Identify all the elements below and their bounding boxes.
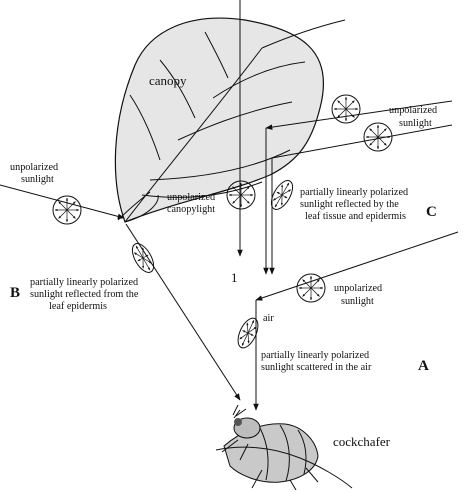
label-a: A: [418, 358, 429, 374]
label-b: B: [10, 285, 20, 301]
c-description-3: leaf tissue and epidermis: [305, 211, 406, 222]
ray-number-1: 1: [231, 270, 238, 285]
c-description-1: partially linearly polarized: [300, 187, 408, 198]
canopy-label: canopy: [149, 73, 187, 88]
unpolarized-light-icon: [227, 181, 255, 209]
unpolarized-sunlight-bottom-2: sunlight: [341, 296, 374, 307]
a-description-1: partially linearly polarized: [261, 350, 369, 361]
label-c: C: [426, 204, 437, 220]
unpolarized-sunlight-right-1: unpolarized: [389, 105, 437, 116]
lower-sunlight-ray: [255, 231, 459, 301]
reflected-ray-b: [125, 223, 241, 401]
b-description-2: sunlight reflected from the: [30, 289, 139, 300]
right-sunlight-ray-2: [271, 124, 453, 159]
unpolarized-light-icon: [297, 274, 325, 302]
unpolarized-light-icon: [332, 95, 360, 123]
air-label: air: [263, 313, 274, 324]
cockchafer-label: cockchafer: [333, 434, 391, 449]
leaf-canopy-icon: [114, 17, 346, 223]
b-description-3: leaf epidermis: [49, 301, 107, 312]
unpolarized-sunlight-right-2: sunlight: [399, 118, 432, 129]
unpolarized-sunlight-bottom-1: unpolarized: [334, 283, 382, 294]
canopylight-label-1: unpolarized: [167, 192, 215, 203]
a-description-2: sunlight scattered in the air: [261, 362, 372, 373]
unpolarized-light-icon: [364, 123, 392, 151]
b-description-1: partially linearly polarized: [30, 277, 138, 288]
canopylight-label-2: canopylight: [167, 204, 215, 215]
polarized-light-icon: [234, 315, 262, 351]
unpolarized-light-icon: [53, 196, 81, 224]
left-sunlight-ray: [0, 184, 125, 220]
c-description-2: sunlight reflected by the: [300, 199, 399, 210]
polarized-light-icon: [128, 240, 158, 276]
unpolarized-sunlight-left-2: sunlight: [21, 174, 54, 185]
unpolarized-sunlight-left-1: unpolarized: [10, 162, 58, 173]
cockchafer-beetle-icon: [215, 404, 353, 491]
